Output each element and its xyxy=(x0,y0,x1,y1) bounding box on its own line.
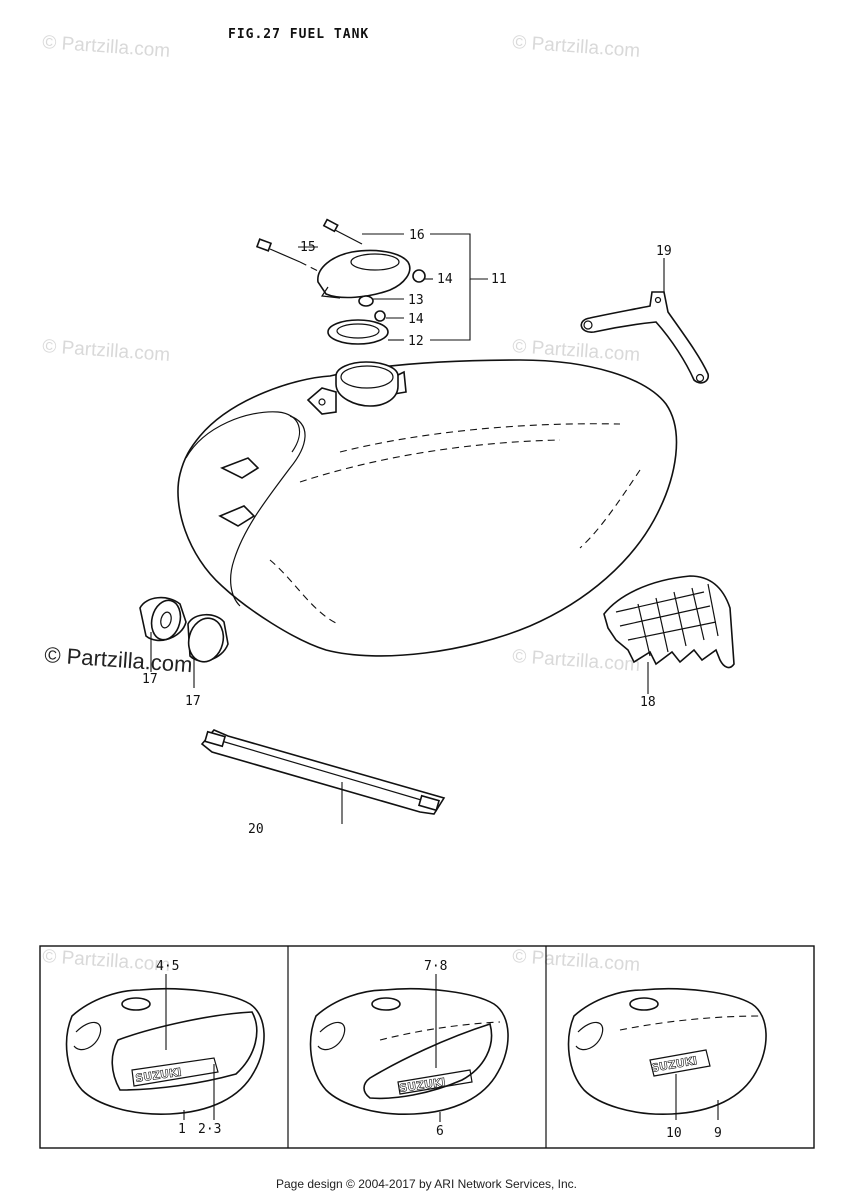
strap-20 xyxy=(200,729,446,824)
callout-14: 14 xyxy=(408,312,424,327)
callout-16: 16 xyxy=(409,228,425,243)
bracket-19 xyxy=(580,258,710,384)
watermark: © Partzilla.com xyxy=(512,32,641,62)
fuel-cap-assembly xyxy=(255,218,488,345)
callout-14: 14 xyxy=(437,272,453,287)
variant-3-label-bottom-left: 10 xyxy=(666,1126,682,1141)
callout-15: 15 xyxy=(300,240,316,255)
cushion-17 xyxy=(187,613,229,688)
variant-tank-3: SUZUKI xyxy=(567,987,767,1120)
callout-18: 18 xyxy=(640,695,656,710)
callout-12: 12 xyxy=(408,334,424,349)
callout-17: 17 xyxy=(142,672,158,687)
cushion-18 xyxy=(603,575,735,694)
variant-3-label-bottom-right: 9 xyxy=(714,1126,722,1141)
watermark: © Partzilla.com xyxy=(42,336,171,366)
fuel-cap xyxy=(317,249,411,299)
variant-tank-2: SUZUKI xyxy=(309,974,509,1122)
nut-14 xyxy=(412,269,426,283)
cushion-17 xyxy=(139,596,187,672)
nut-14 xyxy=(374,310,386,322)
bolt-16 xyxy=(322,218,363,245)
variant-1-label-bottom-left: 1 xyxy=(178,1122,186,1137)
washer-13 xyxy=(358,295,374,307)
callout-19: 19 xyxy=(656,244,672,259)
variant-1-label-bottom-right: 2·3 xyxy=(198,1122,221,1137)
variant-panels: SUZUKI 4·5 1 2·3 SUZUKI 7·8 6 S xyxy=(39,945,815,1149)
variant-2-label-top: 7·8 xyxy=(424,959,447,974)
footer-copyright: Page design © 2004-2017 by ARI Network S… xyxy=(276,1177,577,1191)
watermark: © Partzilla.com xyxy=(42,946,171,976)
filler-neck xyxy=(306,361,407,415)
emblem: SUZUKI xyxy=(399,1076,447,1095)
callout-13: 13 xyxy=(408,293,424,308)
variant-2-label-bottom: 6 xyxy=(436,1124,444,1139)
variant-tank-1: SUZUKI xyxy=(65,974,265,1120)
figure-title: FIG.27 FUEL TANK xyxy=(228,27,369,42)
watermark: © Partzilla.com xyxy=(42,32,171,62)
callout-17: 17 xyxy=(185,694,201,709)
watermark: © Partzilla.com xyxy=(512,946,641,976)
watermark: © Partzilla.com xyxy=(512,646,641,676)
gasket-12 xyxy=(327,319,389,345)
variant-1-label-top: 4·5 xyxy=(156,959,179,974)
fuel-tank xyxy=(177,359,678,657)
callout-11: 11 xyxy=(491,272,507,287)
watermark-dark: © Partzilla.com xyxy=(44,642,194,677)
callout-20: 20 xyxy=(248,822,264,837)
